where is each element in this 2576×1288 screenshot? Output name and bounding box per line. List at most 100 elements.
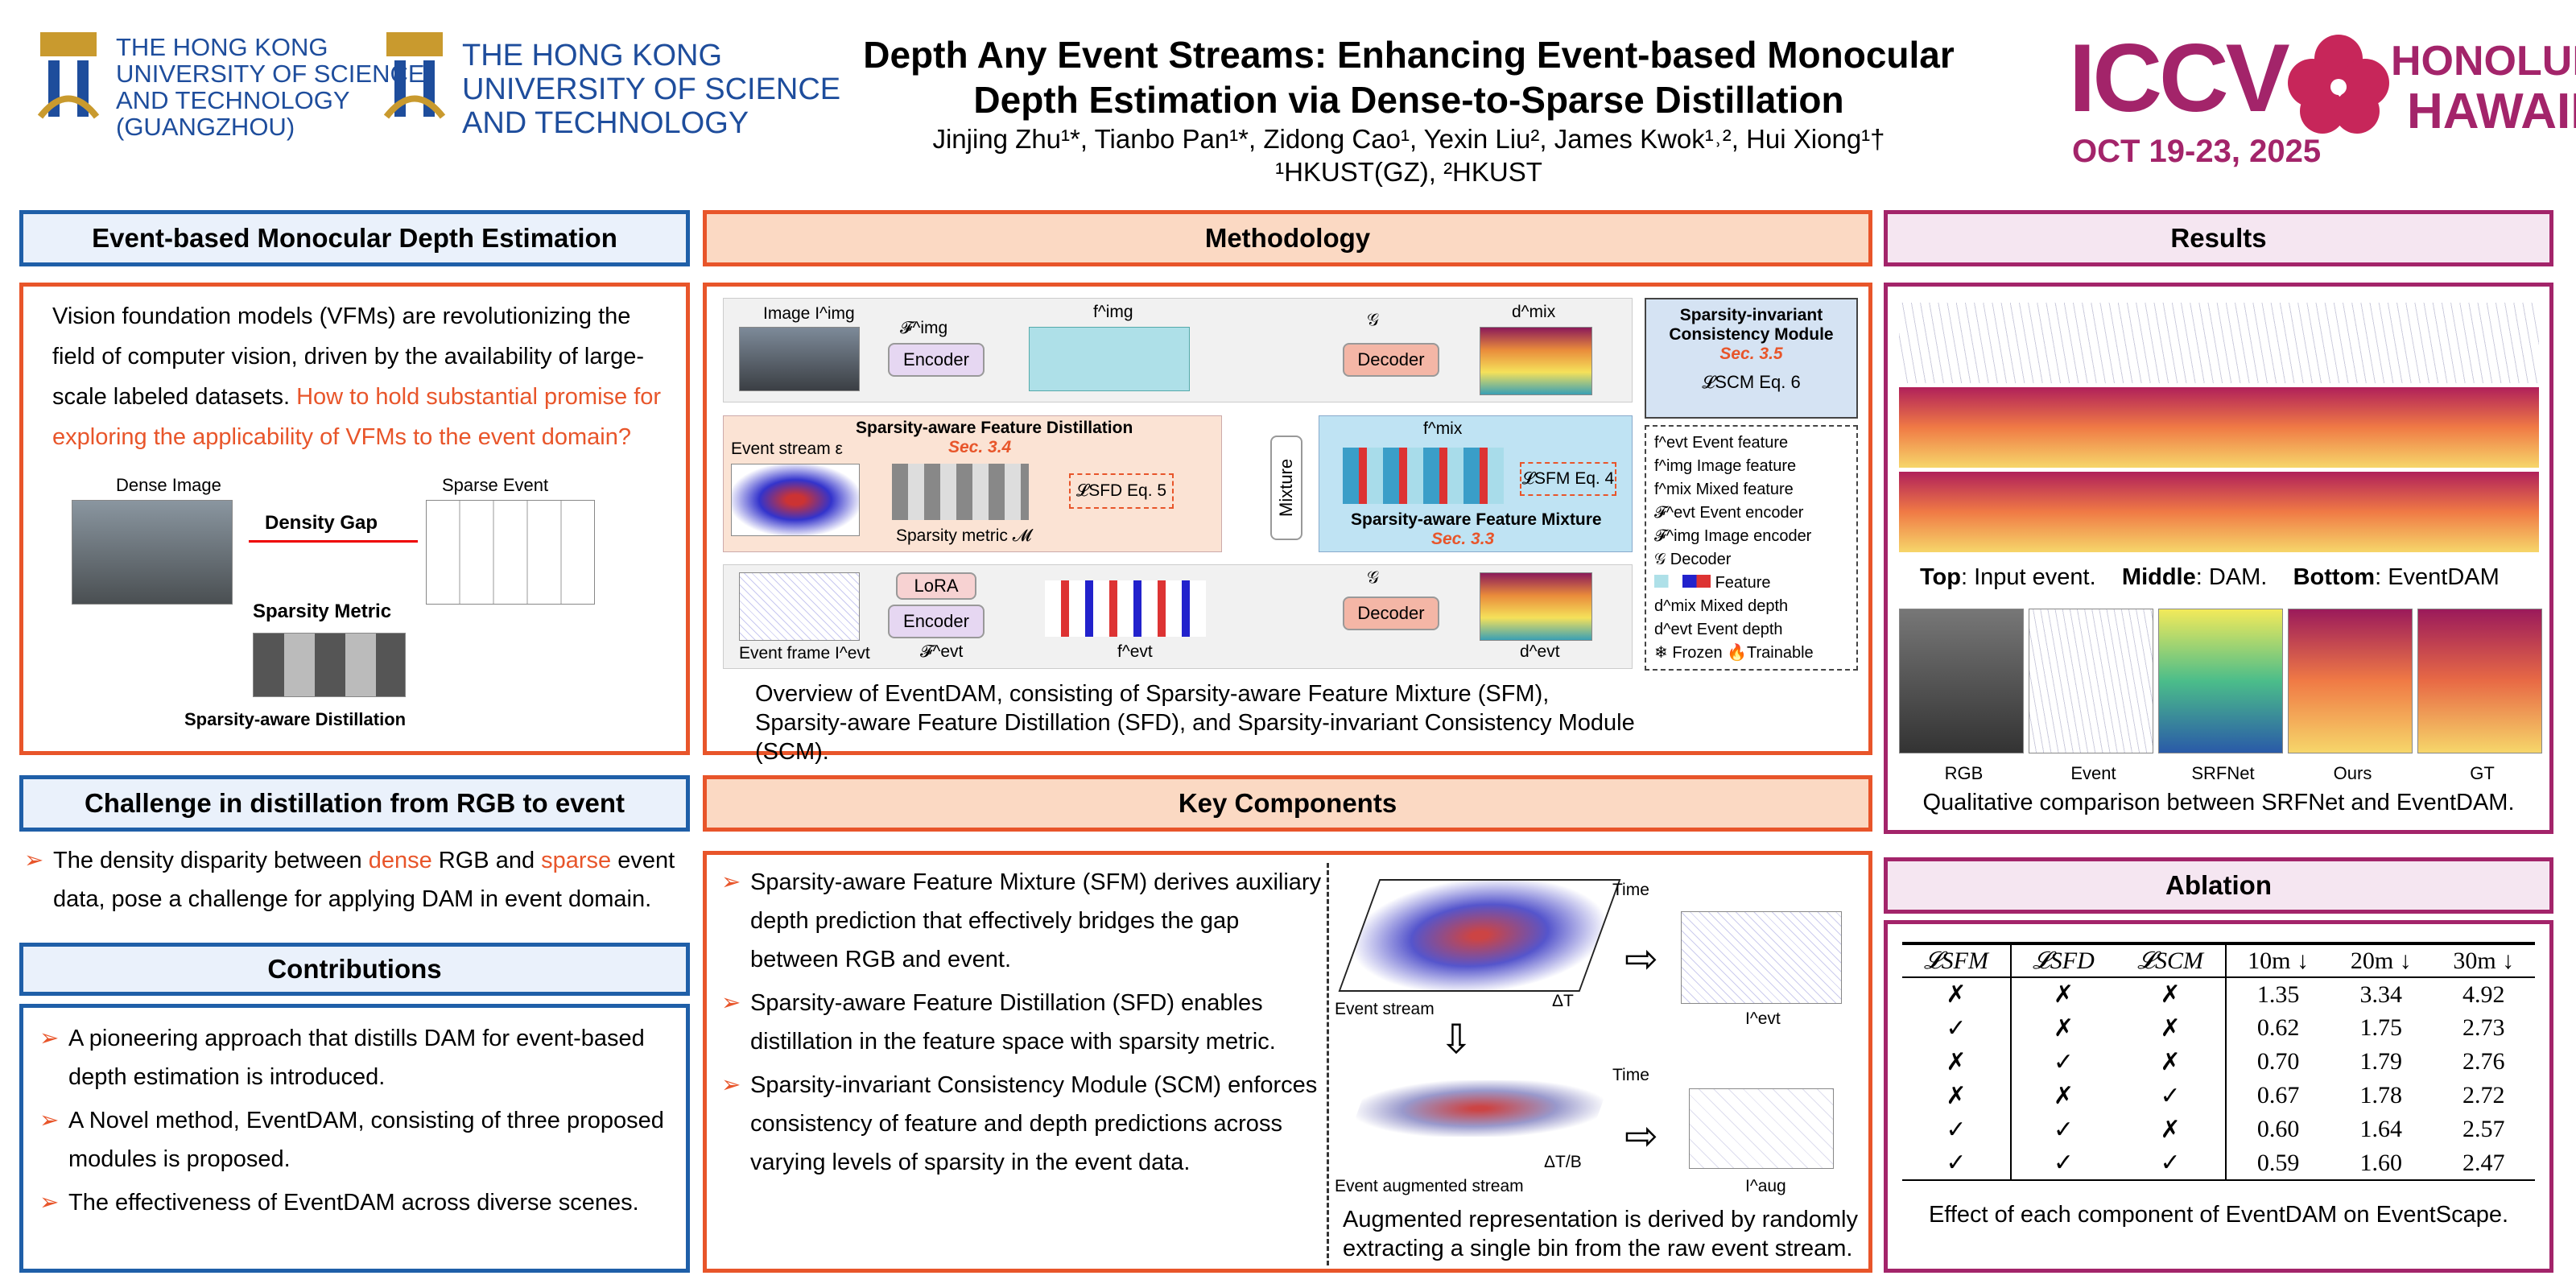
right-arrow-icon: ⇨	[1624, 936, 1658, 981]
augmented-frame-image	[1689, 1088, 1834, 1169]
table-cell: ✓	[1902, 1146, 2012, 1180]
dense-image	[72, 500, 233, 605]
sparsity-metric-label: Sparsity Metric	[253, 601, 392, 622]
contribution-item: A pioneering approach that distills DAM …	[39, 1019, 670, 1096]
event-encoder-symbol: 𝓕^evt	[920, 642, 964, 661]
legend-item: ❄ Frozen 🔥Trainable	[1654, 644, 1814, 662]
sparse-word: sparse	[541, 848, 612, 873]
intro-panel: Vision foundation models (VFMs) are revo…	[19, 283, 690, 755]
title-line: Depth Estimation via Dense-to-Sparse Dis…	[973, 79, 1844, 121]
event-encoder: Encoder	[888, 605, 985, 638]
sfm-loss: 𝓛SFM Eq. 4	[1520, 462, 1616, 496]
augmented-stream-label: Event augmented stream	[1335, 1177, 1524, 1195]
table-cell: 1.75	[2359, 1014, 2403, 1041]
image-label: Image I^img	[763, 304, 855, 323]
methodology-panel: Image I^img 𝓕^img Encoder f^img 𝒢 Decode…	[703, 283, 1872, 765]
conf-city: HONOLULU	[2391, 38, 2576, 85]
event-frame-label: Event frame I^evt	[739, 644, 870, 663]
col-header: 20m ↓	[2330, 943, 2433, 978]
image-encoder: Encoder	[888, 343, 985, 377]
decoder-symbol: 𝒢	[1367, 568, 1379, 587]
results-panel: Top: Input event. Middle: DAM. Bottom: E…	[1884, 283, 2553, 834]
logo-hkust: THE HONG KONG UNIVERSITY OF SCIENCE AND …	[378, 24, 840, 140]
ablation-table: 𝓛SFM 𝓛SFD 𝓛SCM 10m ↓ 20m ↓ 30m ↓ ✗✗✗1.35…	[1902, 942, 2535, 1181]
dense-image-label: Dense Image	[116, 475, 221, 495]
density-gap-arrow	[249, 540, 418, 543]
input-image	[739, 327, 860, 391]
table-cell: ✓	[1902, 1113, 2012, 1146]
table-cell: 2.57	[2462, 1116, 2505, 1142]
col-header: 10m ↓	[2226, 943, 2330, 978]
table-cell: 0.67	[2256, 1082, 2300, 1108]
event-frame-image	[1681, 911, 1842, 1004]
intro-body: Vision foundation models (VFMs) are revo…	[52, 303, 645, 410]
event-stream-label: Event stream	[1335, 1000, 1435, 1018]
legend-item: Feature	[1654, 572, 1848, 595]
legend-label: Feature	[1715, 574, 1771, 592]
ablation-panel: 𝓛SFM 𝓛SFD 𝓛SCM 10m ↓ 20m ↓ 30m ↓ ✗✗✗1.35…	[1884, 920, 2553, 1273]
logo2-text: THE HONG KONG UNIVERSITY OF SCIENCE AND …	[462, 24, 840, 140]
logo-line: UNIVERSITY OF SCIENCE	[462, 72, 841, 106]
table-cell: ✗	[1902, 977, 2012, 1011]
mixed-depth-symbol: d^mix	[1512, 303, 1556, 321]
key-components-header: Key Components	[703, 775, 1872, 832]
logo-line: AND TECHNOLOGY	[462, 106, 749, 140]
intro-text: Vision foundation models (VFMs) are revo…	[52, 296, 672, 457]
table-cell: 1.79	[2359, 1048, 2403, 1075]
hkust-emblem-icon	[383, 32, 446, 119]
table-cell: ✗	[2116, 1011, 2227, 1045]
table-cell: ✓	[2053, 1116, 2074, 1143]
scm-box: Sparsity-invariant Consistency Module Se…	[1645, 298, 1858, 419]
image-encoder-symbol: 𝓕^img	[900, 319, 948, 337]
logo-line: AND TECHNOLOGY	[116, 86, 350, 114]
table-cell: 0.70	[2256, 1048, 2300, 1075]
density-gap-label: Density Gap	[265, 512, 378, 534]
divider	[1327, 863, 1329, 1265]
sfm-section: Sec. 3.3	[1431, 530, 1495, 548]
decoder-label: Decoder	[1357, 603, 1425, 623]
table-cell: ✗	[1902, 1045, 2012, 1079]
hibiscus-icon	[2288, 35, 2389, 134]
scm-loss: 𝓛SCM Eq. 6	[1702, 372, 1801, 392]
table-cell: 2.47	[2462, 1149, 2505, 1176]
methodology-caption: Overview of EventDAM, consisting of Spar…	[755, 681, 1635, 765]
conf-city: HAWAII	[2407, 84, 2576, 139]
delta-t-b-label: ΔT/B	[1544, 1153, 1582, 1171]
comparison-row	[1899, 609, 2542, 753]
encoder-label: Encoder	[903, 611, 969, 631]
scm-title: Sparsity-invariant Consistency Module	[1669, 306, 1834, 344]
event-depth-map	[1480, 572, 1592, 641]
ours-image	[2288, 609, 2413, 753]
event-feature-symbol: f^evt	[1117, 642, 1153, 661]
mixture-label: Mixture	[1276, 458, 1296, 518]
event-depth-symbol: d^evt	[1520, 642, 1560, 661]
mixture-module: Mixture	[1270, 436, 1302, 540]
event-stream-image	[731, 464, 860, 536]
col-label: RGB	[1944, 763, 1984, 783]
key-components-panel: Sparsity-aware Feature Mixture (SFM) der…	[703, 851, 1872, 1273]
text: RGB and	[431, 848, 542, 873]
table-cell: 3.34	[2359, 980, 2403, 1008]
eventdam-depth-row	[1899, 472, 2539, 552]
encoder-label: Encoder	[903, 349, 969, 369]
table-cell: 0.59	[2256, 1149, 2300, 1176]
sparse-event-label: Sparse Event	[442, 475, 549, 495]
col-label: Ours	[2333, 763, 2372, 783]
event-stream-label: Event stream ε	[731, 440, 843, 458]
legend-item: f^evt Event feature	[1654, 434, 1789, 452]
title-block: Depth Any Event Streams: Enhancing Event…	[765, 32, 2053, 188]
table-cell: 2.76	[2462, 1048, 2505, 1075]
dense-word: dense	[368, 848, 432, 873]
intro-question: How to hold substantial promise for expl…	[52, 384, 662, 450]
legend: f^evt Event feature f^img Image feature …	[1645, 425, 1858, 671]
sfd-section: Sec. 3.4	[948, 438, 1012, 456]
decoder-symbol: 𝒢	[1367, 311, 1379, 329]
col-header: 30m ↓	[2432, 943, 2535, 978]
table-cell: 1.35	[2256, 980, 2300, 1008]
legend-item: 𝓕^evt Event encoder	[1654, 504, 1804, 522]
table-cell: 1.78	[2359, 1082, 2403, 1108]
results-caption: Qualitative comparison between SRFNet an…	[1922, 790, 2515, 815]
logo-hkust-gz: THE HONG KONG UNIVERSITY OF SCIENCE AND …	[32, 24, 425, 140]
